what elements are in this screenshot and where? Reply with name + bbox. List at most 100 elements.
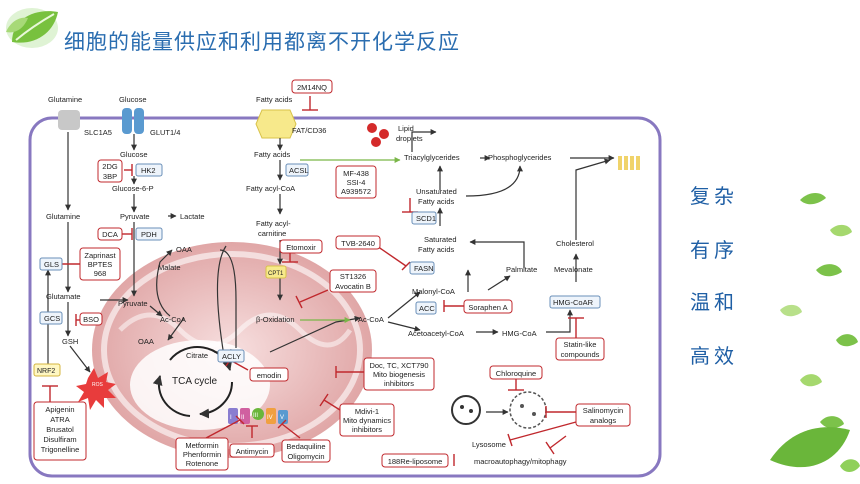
label-autophagy: macroautophagy/mitophagy (474, 457, 567, 466)
diagram-text: ATRA (50, 415, 69, 424)
side-word-mild: 温和 (690, 290, 738, 314)
label-saturated-2: Fatty acids (418, 245, 455, 254)
enzyme-box-hmg-coar (549, 295, 601, 309)
label-fatty-acyl-carnitine-1: Fatty acyl- (256, 219, 291, 228)
diagram-text: ACSL (289, 166, 309, 175)
diagram-text: Zaprinast (84, 251, 116, 260)
diagram-text: DCA (102, 230, 118, 239)
diagram-text: Doc, TC, XCT790 (369, 361, 428, 370)
inhibitor-antimycin (229, 443, 275, 458)
label-citrate: Citrate (186, 351, 208, 360)
label-acetoacetyl-coa: Acetoacetyl-CoA (408, 329, 464, 338)
diagram-text: Oligomycin (287, 452, 324, 461)
complex-label: III (253, 413, 258, 419)
diagram-text: emodin (257, 371, 282, 380)
label-phosphoglycerides: Phosphoglycerides (488, 153, 552, 162)
label-malonyl-coa: Malonyl-CoA (412, 287, 455, 296)
label-lactate: Lactate (180, 212, 205, 221)
label-fatty-acyl-coa: Fatty acyl-CoA (246, 184, 295, 193)
diagram-text: Statin-like (564, 340, 597, 349)
leaf-logo-icon (6, 8, 58, 48)
label-glutamate: Glutamate (46, 292, 81, 301)
inhibitor-dca (97, 227, 123, 241)
diagram-text: GLS (44, 260, 59, 269)
diagram-text: analogs (590, 416, 617, 425)
diagram-text: ACLY (222, 352, 241, 361)
slc1a5-transporter (58, 110, 80, 130)
inhibitor-statin (555, 337, 605, 361)
inhibitor-2m14nq (291, 79, 333, 94)
label-mevalonate: Mevalonate (554, 265, 593, 274)
complex-label: II (241, 415, 245, 421)
label-fatty-acids-out: Fatty acids (256, 95, 293, 104)
label-cholesterol: Cholesterol (556, 239, 594, 248)
label-hmg-coa: HMG-CoA (502, 329, 537, 338)
enzyme-box-gcs (39, 311, 63, 325)
diagram-text: Antimycin (236, 447, 269, 456)
label-ros: ROS (92, 382, 104, 388)
diagram-text: FASN (414, 264, 434, 273)
label-glut14: GLUT1/4 (150, 128, 180, 137)
inhibitor-tvb2640 (335, 235, 381, 250)
label-beta-oxidation: β-Oxidation (256, 315, 295, 324)
label-fat-cd36: FAT/CD36 (292, 126, 326, 135)
label-slc1a5: SLC1A5 (84, 128, 112, 137)
inhibitor-2dg-3bp (97, 159, 123, 183)
label-lipid-droplets-1: Lipid (398, 124, 414, 133)
diagram-text: Disulfiram (43, 435, 76, 444)
label-nrf2: NRF2 (37, 368, 55, 375)
diagram-text: GCS (44, 314, 60, 323)
label-lysosome: Lysosome (472, 440, 506, 449)
inhibitor-mdivi (339, 403, 395, 437)
diagram-text: CPT1 (268, 271, 284, 277)
inhibitor-apigenin (33, 401, 87, 461)
complex-label: IV (267, 415, 273, 421)
side-word-ordered: 有序 (690, 238, 738, 262)
diagram-text: Mito biogenesis (373, 370, 425, 379)
diagram-text: Brusatol (46, 425, 74, 434)
diagram-text: 2DG (102, 162, 118, 171)
diagram-text: A939572 (341, 187, 371, 196)
diagram-text: Soraphen A (468, 303, 507, 312)
lipid-droplet (371, 137, 381, 147)
complex-label: V (280, 415, 284, 421)
label-unsaturated-2: Fatty acids (418, 197, 455, 206)
inhibitor-st1326 (329, 269, 377, 293)
diagram-text: HMG-CoAR (553, 298, 594, 307)
diagram-text: MF-438 (343, 169, 369, 178)
diagram-text: Salinomycin (583, 406, 623, 415)
diagram-text: SSI-4 (347, 178, 366, 187)
inhibitor-zaprinast (79, 247, 121, 281)
lysosome-circle (509, 391, 547, 429)
enzyme-box-acsl (285, 163, 309, 177)
inhibitor-188re (381, 453, 449, 468)
inhibitor-chloroquine (489, 365, 543, 380)
side-word-efficient: 高效 (690, 344, 738, 368)
label-unsaturated-1: Unsaturated (416, 187, 457, 196)
label-pyruvate-mito: Pyruvate (118, 299, 148, 308)
diagram-text: 968 (94, 269, 107, 278)
diagram-text: PDH (141, 230, 157, 239)
fat-cd36-transporter (255, 109, 297, 139)
inhibitor-metformin (175, 437, 229, 471)
diagram-text: Bedaquiline (286, 442, 325, 451)
label-saturated-1: Saturated (424, 235, 457, 244)
label-ac-coa-cyto: Ac-CoA (358, 315, 384, 324)
diagram-text: inhibitors (352, 425, 382, 434)
inhibitor-mf438 (335, 165, 377, 199)
decorative-leaves-icon (770, 193, 860, 472)
label-glutamine-in: Glutamine (46, 212, 80, 221)
label-fatty-acids-in: Fatty acids (254, 150, 291, 159)
membrane-receptor (618, 156, 640, 170)
enzyme-box-acc (415, 301, 437, 315)
enzyme-box-gls (39, 257, 63, 271)
diagram-text: 188Re-liposome (388, 457, 443, 466)
lipid-droplet (379, 129, 389, 139)
label-glucose6p: Glucose-6-P (112, 184, 154, 193)
diagram-text: HK2 (141, 166, 156, 175)
diagram-text: Etomoxir (286, 243, 316, 252)
label-tca-cycle: TCA cycle (172, 376, 217, 387)
label-glucose-in: Glucose (120, 150, 148, 159)
complex-label: I (230, 415, 232, 421)
